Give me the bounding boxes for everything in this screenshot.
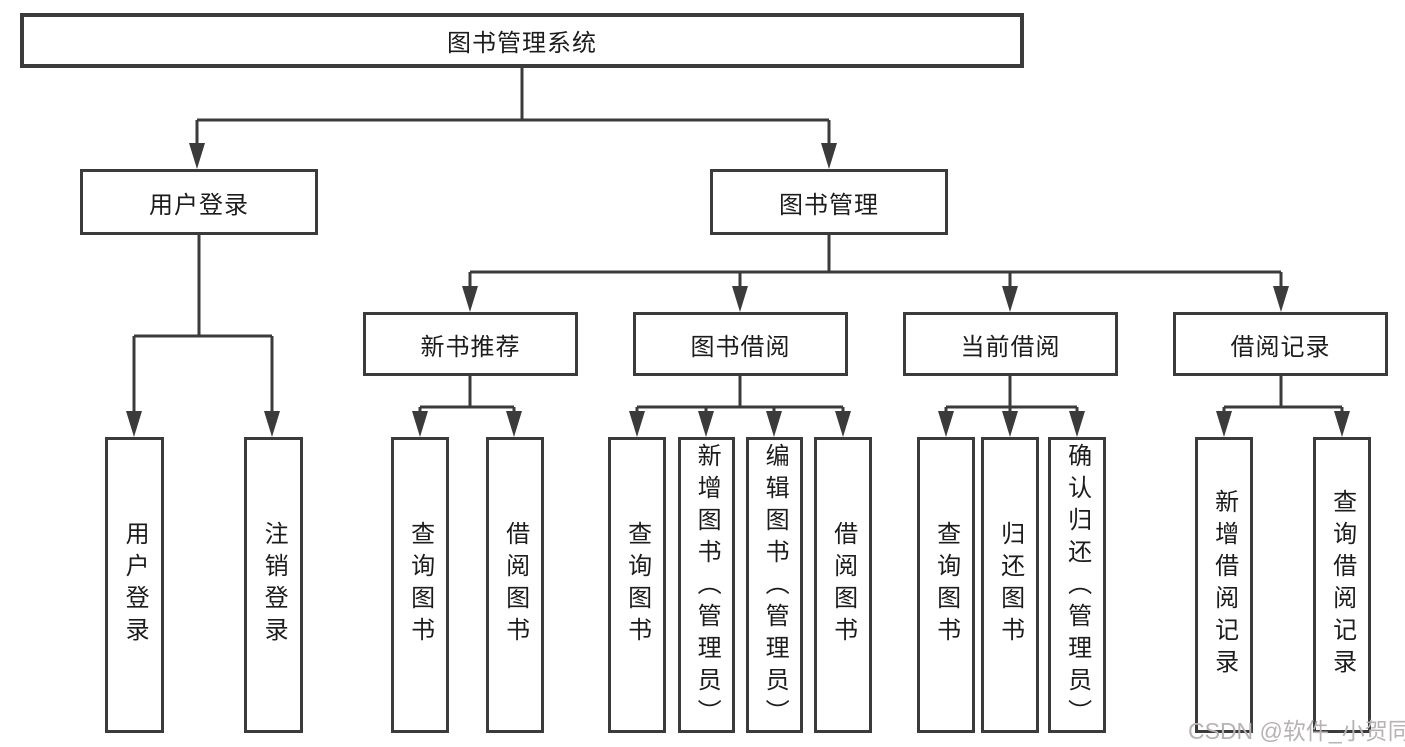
leaf-user-login: 用户登录 — [105, 437, 164, 733]
node-label: 图书借阅 — [690, 333, 791, 361]
leaf-label: 新增图书（管理员） — [693, 443, 721, 731]
leaf-add-book-admin: 新增图书（管理员） — [678, 437, 735, 733]
edge-book-borrow-branch — [635, 376, 845, 415]
node-user-login: 用户登录 — [80, 169, 318, 235]
edge-root-to-level2 — [195, 68, 831, 147]
leaf-label: 新增借阅记录 — [1210, 489, 1238, 681]
node-new-book-recommend: 新书推荐 — [363, 312, 578, 376]
edge-book-management-branch — [468, 235, 1283, 290]
leaf-confirm-return-admin: 确认归还（管理员） — [1048, 437, 1106, 733]
node-current-borrow: 当前借阅 — [903, 312, 1118, 376]
node-library-management-system: 图书管理系统 — [20, 13, 1024, 68]
node-label: 新书推荐 — [420, 333, 521, 361]
node-label: 图书管理系统 — [447, 30, 597, 57]
edge-new-book-recommend-branch — [418, 376, 516, 415]
leaf-label: 用户登录 — [121, 521, 149, 649]
csdn-watermark: CSDN @软件_小贺同学 — [1188, 718, 1405, 744]
edge-user-login-branch — [132, 235, 274, 415]
leaf-label: 查询图书 — [406, 521, 434, 649]
leaf-label: 归还图书 — [996, 521, 1024, 649]
leaf-label: 确认归还（管理员） — [1063, 443, 1091, 731]
leaf-label: 借阅图书 — [829, 521, 857, 649]
leaf-edit-book-admin: 编辑图书（管理员） — [746, 437, 803, 733]
leaf-label: 查询借阅记录 — [1328, 489, 1356, 681]
node-book-management: 图书管理 — [710, 169, 948, 235]
node-book-borrow: 图书借阅 — [633, 312, 848, 376]
node-label: 用户登录 — [149, 191, 249, 219]
leaf-label: 查询图书 — [932, 521, 960, 649]
leaf-label: 借阅图书 — [501, 521, 529, 649]
leaf-borrow-books-recommend: 借阅图书 — [486, 437, 544, 733]
leaf-label: 查询图书 — [623, 521, 651, 649]
node-label: 借阅记录 — [1230, 333, 1331, 361]
edge-borrow-records-branch — [1222, 376, 1344, 415]
leaf-return-book: 归还图书 — [981, 437, 1039, 733]
leaf-label: 编辑图书（管理员） — [761, 443, 789, 731]
leaf-query-borrow-record: 查询借阅记录 — [1313, 437, 1371, 733]
leaf-query-books-recommend: 查询图书 — [391, 437, 449, 733]
leaf-add-borrow-record: 新增借阅记录 — [1195, 437, 1253, 733]
node-label: 图书管理 — [779, 191, 879, 219]
leaf-label: 注销登录 — [260, 521, 288, 649]
edge-current-borrow-branch — [944, 376, 1079, 415]
leaf-borrow-books: 借阅图书 — [814, 437, 872, 733]
node-borrow-records: 借阅记录 — [1173, 312, 1388, 376]
leaf-query-books-borrow: 查询图书 — [608, 437, 666, 733]
leaf-logout: 注销登录 — [244, 437, 303, 733]
leaf-query-books-current: 查询图书 — [917, 437, 975, 733]
node-label: 当前借阅 — [960, 333, 1061, 361]
